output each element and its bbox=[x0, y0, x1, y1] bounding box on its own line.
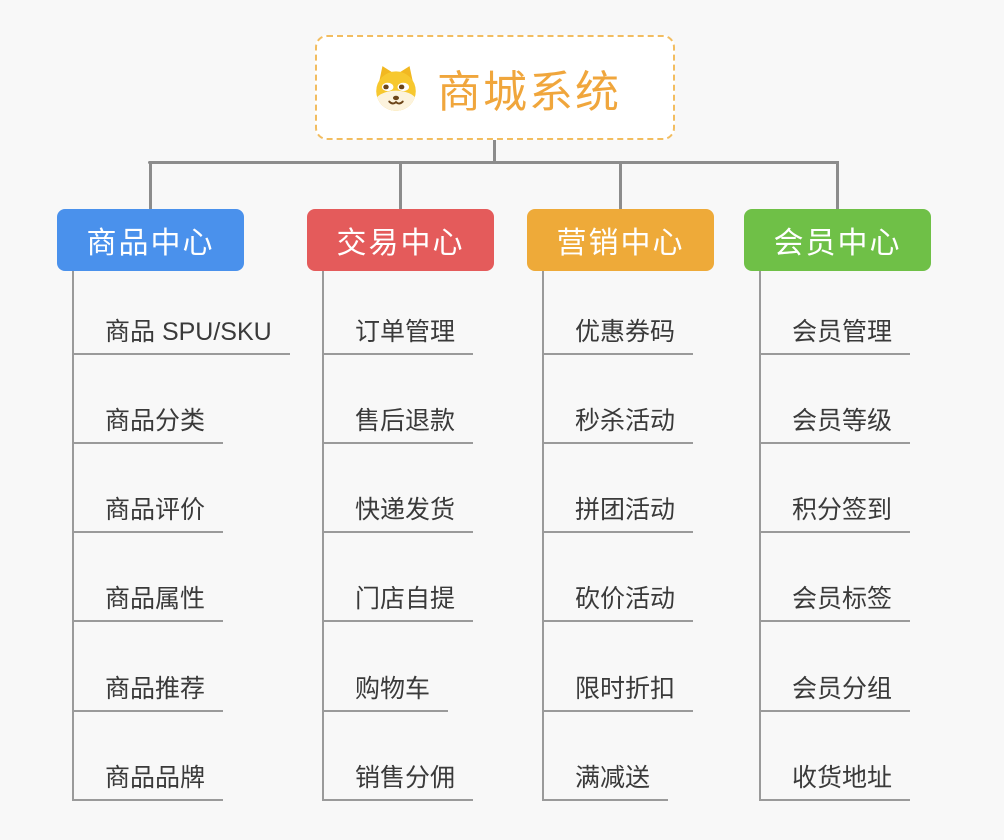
topic-node[interactable]: 会员分组 bbox=[759, 677, 911, 712]
topic-node[interactable]: 会员管理 bbox=[759, 320, 911, 355]
topic-node[interactable]: 商品 SPU/SKU bbox=[72, 320, 290, 355]
branch-label: 营销中心 bbox=[556, 227, 685, 260]
connector-stem bbox=[493, 140, 496, 163]
topic-node[interactable]: 商品分类 bbox=[72, 409, 224, 444]
topic-node[interactable]: 订单管理 bbox=[322, 320, 474, 355]
topic-node[interactable]: 限时折扣 bbox=[542, 677, 694, 712]
topic-node[interactable]: 收货地址 bbox=[759, 766, 911, 801]
topic-node[interactable]: 销售分佣 bbox=[322, 766, 474, 801]
topic-node[interactable]: 积分签到 bbox=[759, 498, 911, 533]
branch-trunk-line bbox=[72, 271, 74, 801]
branch-group-member-center: 会员中心 会员管理 会员等级 积分签到 会员标签 会员分组 收货地址 bbox=[744, 209, 994, 840]
topic-node[interactable]: 商品推荐 bbox=[72, 677, 224, 712]
topic-node[interactable]: 商品属性 bbox=[72, 587, 224, 622]
connector-stub bbox=[399, 161, 402, 210]
topic-node[interactable]: 会员等级 bbox=[759, 409, 911, 444]
topic-node[interactable]: 门店自提 bbox=[322, 587, 474, 622]
topic-node[interactable]: 购物车 bbox=[322, 677, 449, 712]
branch-group-trade-center: 交易中心 订单管理 售后退款 快递发货 门店自提 购物车 销售分佣 bbox=[307, 209, 557, 840]
branch-trunk-line bbox=[759, 271, 761, 801]
dog-face-icon bbox=[369, 63, 423, 113]
root-node[interactable]: 商城系统 bbox=[315, 35, 675, 140]
topic-node[interactable]: 拼团活动 bbox=[542, 498, 694, 533]
branch-node-trade-center[interactable]: 交易中心 bbox=[307, 209, 494, 271]
branch-node-product-center[interactable]: 商品中心 bbox=[57, 209, 244, 271]
topic-node[interactable]: 秒杀活动 bbox=[542, 409, 694, 444]
branch-label: 交易中心 bbox=[336, 227, 465, 260]
branch-trunk-line bbox=[322, 271, 324, 801]
branch-label: 会员中心 bbox=[773, 227, 902, 260]
topic-node[interactable]: 快递发货 bbox=[322, 498, 474, 533]
branch-group-product-center: 商品中心 商品 SPU/SKU 商品分类 商品评价 商品属性 商品推荐 商品品牌 bbox=[57, 209, 307, 840]
topic-node[interactable]: 优惠券码 bbox=[542, 320, 694, 355]
root-title: 商城系统 bbox=[437, 67, 621, 117]
branch-group-marketing-center: 营销中心 优惠券码 秒杀活动 拼团活动 砍价活动 限时折扣 满减送 bbox=[527, 209, 777, 840]
branch-node-marketing-center[interactable]: 营销中心 bbox=[527, 209, 714, 271]
branch-node-member-center[interactable]: 会员中心 bbox=[744, 209, 931, 271]
connector-horizontal bbox=[148, 161, 839, 164]
topic-node[interactable]: 满减送 bbox=[542, 766, 669, 801]
branch-trunk-line bbox=[542, 271, 544, 801]
connector-stub bbox=[149, 161, 152, 210]
connector-stub bbox=[836, 161, 839, 210]
topic-node[interactable]: 商品品牌 bbox=[72, 766, 224, 801]
connector-stub bbox=[619, 161, 622, 210]
branch-label: 商品中心 bbox=[86, 227, 215, 260]
topic-node[interactable]: 商品评价 bbox=[72, 498, 224, 533]
topic-node[interactable]: 会员标签 bbox=[759, 587, 911, 622]
topic-node[interactable]: 砍价活动 bbox=[542, 587, 694, 622]
topic-node[interactable]: 售后退款 bbox=[322, 409, 474, 444]
